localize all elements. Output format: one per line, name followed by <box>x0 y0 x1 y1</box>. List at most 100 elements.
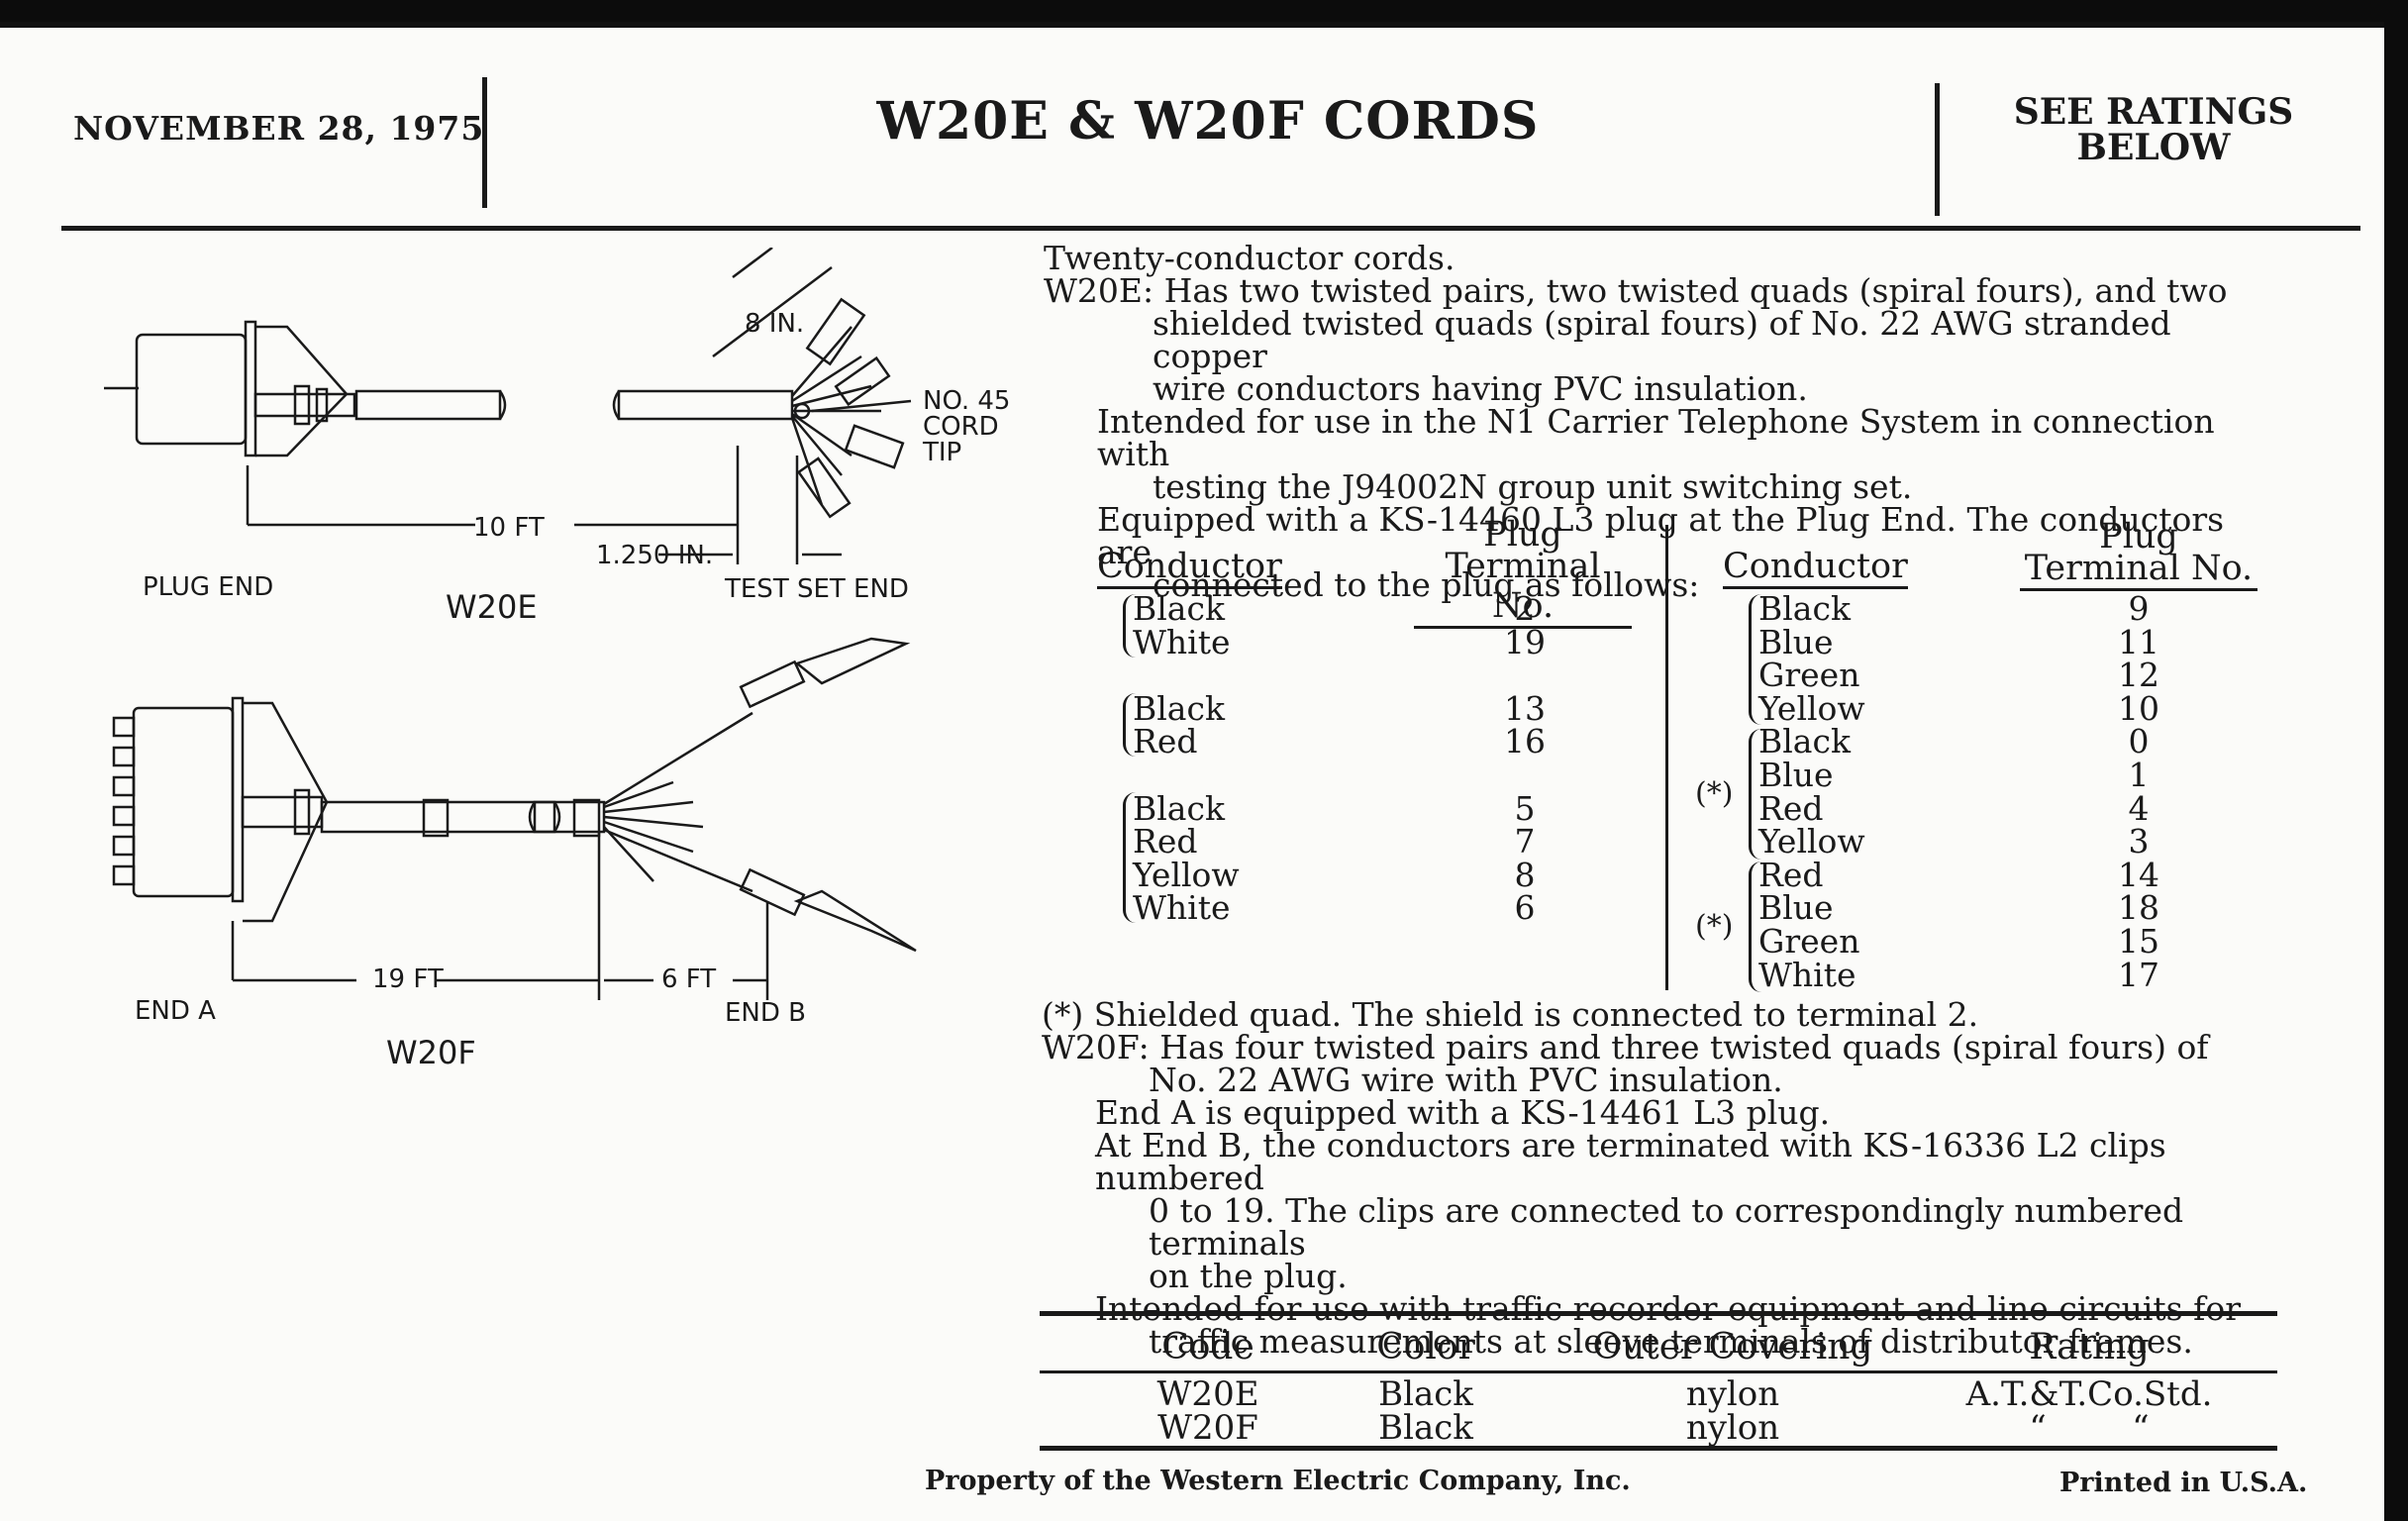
terminal-cell: 11 <box>2118 622 2159 661</box>
conductor-cell: Red <box>1758 788 1824 828</box>
footer-property: Property of the Western Electric Company… <box>925 1466 1631 1496</box>
conductor-cell: Yellow <box>1133 855 1240 894</box>
text-line: 0 to 19. The clips are connected to corr… <box>1149 1191 2184 1263</box>
text-line: Equipped with a KS-14460 L3 plug at the … <box>1097 500 2225 571</box>
ratings-rule-top <box>1040 1311 2277 1316</box>
header-rating: Rating <box>2029 1327 2150 1368</box>
conductor-cell <box>1133 659 1240 692</box>
terminal-cell: 1 <box>2128 755 2150 794</box>
brace <box>1123 693 1136 757</box>
header-outer-covering: Outer Covering <box>1592 1327 1873 1368</box>
col-header-conductor-right: Conductor <box>1723 547 1908 589</box>
terminal-cell: 17 <box>2118 955 2159 994</box>
brace <box>1749 862 1761 992</box>
ratings-rule-mid <box>1040 1370 2277 1373</box>
terminal-cell: 8 <box>1514 855 1536 894</box>
col-header-plug-left: Plug <box>1483 515 1562 555</box>
terminal-cell: 14 <box>2118 855 2159 894</box>
text-line: testing the J94002N group unit switching… <box>1153 467 1913 506</box>
header-divider-right <box>1935 83 1940 216</box>
conductor-cell: Black <box>1758 589 1851 628</box>
cell-outer-covering: nylon <box>1685 1374 1780 1414</box>
conductor-cell: Yellow <box>1758 822 1865 862</box>
conductor-cell: White <box>1133 888 1231 928</box>
terminal-cell: 19 <box>1504 622 1546 661</box>
terminal-cell: 0 <box>2128 722 2150 761</box>
brace <box>1749 594 1761 725</box>
conductor-cell: Red <box>1758 855 1824 894</box>
left-conductor-list: Black White Black Red Black Red Yellow W… <box>1133 592 1240 925</box>
cell-rating: “ “ <box>2029 1408 2150 1448</box>
date: NOVEMBER 28, 1975 <box>73 109 485 148</box>
label-plug-end: PLUG END <box>143 572 274 602</box>
document-title: W20E & W20F CORDS <box>876 91 1540 152</box>
terminal-cell: 5 <box>1514 788 1536 828</box>
label-6-ft: 6 FT <box>661 964 717 994</box>
document-page <box>0 22 2384 1521</box>
conductor-cell: Green <box>1758 656 1860 695</box>
conductor-cell <box>1133 759 1240 792</box>
cell-code: W20E <box>1156 1374 1259 1414</box>
text-line: End A is equipped with a KS-14461 L3 plu… <box>1095 1093 1831 1132</box>
col-header-terminal-left: Terminal No. <box>1414 547 1632 629</box>
text-line: on the plug. <box>1149 1257 1348 1295</box>
text-line: connected to the plug as follows: <box>1153 565 1700 604</box>
shielded-quad-marker: (*) <box>1695 909 1734 944</box>
terminal-cell: 18 <box>2118 888 2159 928</box>
see-ratings-note: SEE RATINGS BELOW <box>2013 91 2294 168</box>
brace <box>1123 594 1136 658</box>
brace <box>1123 792 1136 923</box>
conductor-cell: Red <box>1133 722 1198 761</box>
cord-diagrams <box>104 248 917 1000</box>
right-terminal-list: 9 11 12 10 0 1 4 3 14 18 15 17 <box>2079 592 2198 991</box>
conductor-cell: Green <box>1758 921 1860 961</box>
cell-color: Black <box>1378 1408 1473 1448</box>
description-w20e: Twenty-conductor cords. W20E: Has two tw… <box>1044 242 2281 601</box>
text-line: Intended for use with traffic recorder e… <box>1095 1289 2241 1328</box>
text-line: No. 22 AWG wire with PVC insulation. <box>1149 1061 1783 1099</box>
terminal-cell <box>1465 659 1584 692</box>
w20e-diagram <box>104 248 912 564</box>
conductor-cell: Yellow <box>1758 688 1865 728</box>
text-line: shielded twisted quads (spiral fours) of… <box>1153 304 2171 375</box>
text-line: Intended for use in the N1 Carrier Telep… <box>1097 402 2215 473</box>
brace <box>1749 729 1761 860</box>
cell-code: W20F <box>1157 1408 1258 1448</box>
header-divider-left <box>482 77 487 208</box>
conductor-cell: White <box>1133 622 1231 661</box>
cell-outer-covering: nylon <box>1685 1408 1780 1448</box>
left-terminal-list: 2 19 13 16 5 7 8 6 <box>1465 592 1584 925</box>
terminal-cell: 12 <box>2118 656 2159 695</box>
terminal-cell: 3 <box>2128 822 2150 862</box>
terminal-cell <box>1465 759 1584 792</box>
w20f-diagram <box>112 637 917 1000</box>
label-no45-cord-tip: NO. 45 CORD TIP <box>923 386 1011 467</box>
terminal-cell: 4 <box>2128 788 2150 828</box>
header-color: Color <box>1376 1327 1475 1368</box>
terminal-cell: 2 <box>1514 589 1536 628</box>
text-line: wire conductors having PVC insulation. <box>1153 369 1808 408</box>
label-10-ft: 10 FT <box>473 513 545 543</box>
conductor-cell: Red <box>1133 822 1198 862</box>
terminal-cell: 9 <box>2128 589 2150 628</box>
label-end-a: END A <box>135 996 216 1026</box>
description-w20f: (*) Shielded quad. The shield is connect… <box>1042 998 2289 1358</box>
shielded-quad-marker: (*) <box>1695 776 1734 811</box>
right-conductor-list: Black Blue Green Yellow Black Blue Red Y… <box>1758 592 1865 991</box>
col-header-plug-right: Plug <box>2099 517 2178 557</box>
label-w20e: W20E <box>446 588 538 626</box>
terminal-cell: 16 <box>1504 722 1546 761</box>
col-header-conductor-left: Conductor <box>1097 547 1282 589</box>
ratings-rule-bottom <box>1040 1446 2277 1451</box>
conductor-cell: Blue <box>1758 888 1834 928</box>
text-line: Twenty-conductor cords. <box>1044 239 1455 277</box>
label-19-ft: 19 FT <box>372 964 444 994</box>
label-test-set-end: TEST SET END <box>725 574 909 604</box>
terminal-cell: 10 <box>2118 688 2159 728</box>
text-line: traffic measurements at sleeve terminals… <box>1149 1322 2193 1361</box>
text-line: W20E: Has two twisted pairs, two twisted… <box>1044 271 2228 310</box>
label-8-in: 8 IN. <box>745 309 805 339</box>
conductor-cell: White <box>1758 955 1856 994</box>
conductor-cell: Black <box>1133 788 1225 828</box>
terminal-cell: 6 <box>1514 888 1536 928</box>
